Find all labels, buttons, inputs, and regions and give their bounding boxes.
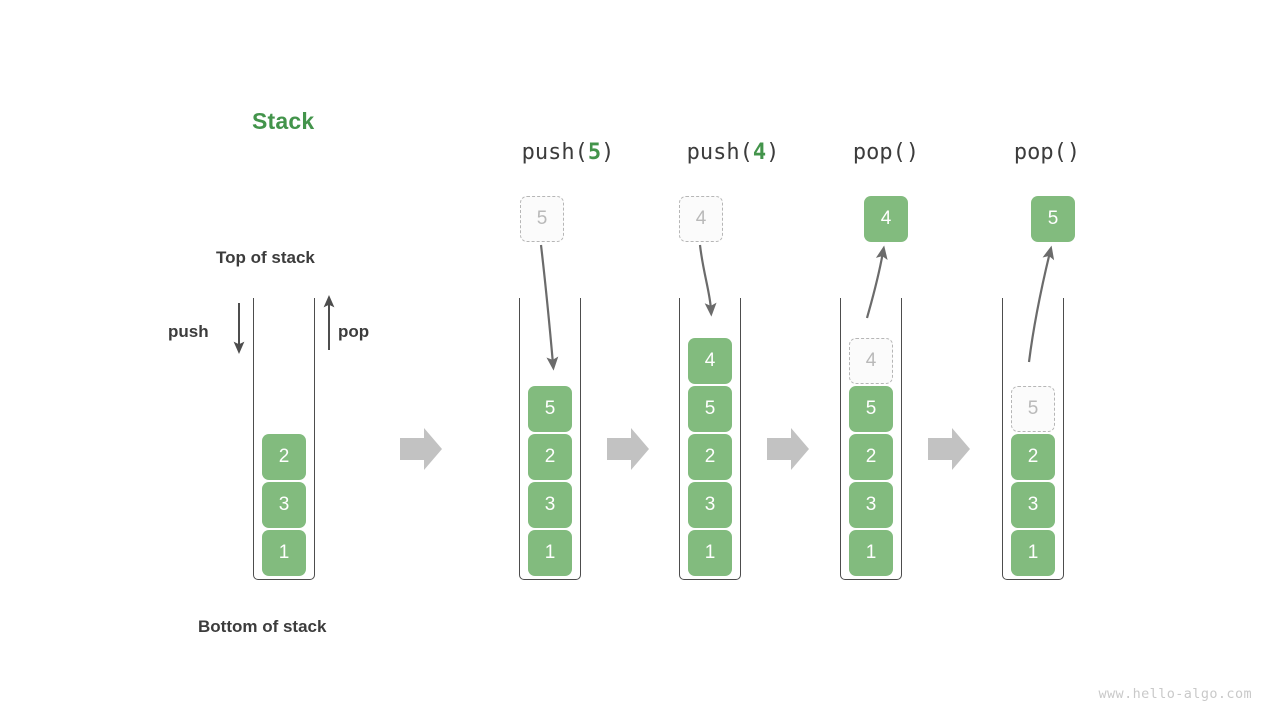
- transition-arrow-2: [607, 428, 649, 470]
- popped-element: 4: [864, 196, 908, 242]
- op-name: push(: [686, 140, 753, 165]
- op-close: ): [905, 140, 920, 165]
- op-arg: 5: [587, 140, 602, 165]
- stack-cell: 3: [262, 482, 306, 528]
- stack-cells-push-4: 4 5 2 3 1: [680, 338, 740, 576]
- op-close: ): [601, 140, 615, 165]
- stack-cell: 2: [1011, 434, 1055, 480]
- stack-cell: 5: [528, 386, 572, 432]
- stack-cell-removed: 5: [1011, 386, 1055, 432]
- bottom-of-stack-label: Bottom of stack: [198, 617, 327, 636]
- pending-push-element: 5: [520, 196, 564, 242]
- stack-cell: 1: [262, 530, 306, 576]
- op-name: pop(: [852, 140, 906, 165]
- push-label: push: [168, 322, 209, 341]
- stack-cell: 1: [1011, 530, 1055, 576]
- pending-push-element: 4: [679, 196, 723, 242]
- stack-cell: 3: [1011, 482, 1055, 528]
- stack-cell: 3: [688, 482, 732, 528]
- op-close: ): [766, 140, 780, 165]
- stack-container-push-4: 4 5 2 3 1: [679, 298, 741, 580]
- stack-container-initial: 2 3 1: [253, 298, 315, 580]
- stack-cells-pop-2: 5 2 3 1: [1003, 386, 1063, 576]
- stack-cell: 2: [528, 434, 572, 480]
- watermark: www.hello-algo.com: [1098, 686, 1252, 702]
- stack-container-push-5: 5 2 3 1: [519, 298, 581, 580]
- op-header-push-4: push(4): [687, 140, 780, 165]
- stack-cell: 4: [688, 338, 732, 384]
- stack-cell: 1: [528, 530, 572, 576]
- stack-cell: 3: [528, 482, 572, 528]
- stack-cell-removed: 4: [849, 338, 893, 384]
- page-title: Stack: [252, 108, 315, 134]
- stack-cell: 2: [262, 434, 306, 480]
- stack-cell: 2: [849, 434, 893, 480]
- stack-cell: 5: [849, 386, 893, 432]
- stack-container-pop-1: 4 5 2 3 1: [840, 298, 902, 580]
- transition-arrow-4: [928, 428, 970, 470]
- op-header-pop-2: pop(): [1014, 140, 1080, 165]
- op-close: ): [1066, 140, 1081, 165]
- transition-arrow-1: [400, 428, 442, 470]
- stack-cells-push-5: 5 2 3 1: [520, 386, 580, 576]
- op-name: pop(: [1013, 140, 1067, 165]
- transition-arrow-3: [767, 428, 809, 470]
- stack-cells-pop-1: 4 5 2 3 1: [841, 338, 901, 576]
- stack-container-pop-2: 5 2 3 1: [1002, 298, 1064, 580]
- op-name: push(: [521, 140, 588, 165]
- op-header-pop-1: pop(): [853, 140, 919, 165]
- stack-cells-initial: 2 3 1: [254, 434, 314, 576]
- popped-element: 5: [1031, 196, 1075, 242]
- top-of-stack-label: Top of stack: [216, 248, 315, 267]
- stack-cell: 5: [688, 386, 732, 432]
- op-arg: 4: [752, 140, 767, 165]
- stack-cell: 1: [688, 530, 732, 576]
- stack-cell: 2: [688, 434, 732, 480]
- stack-cell: 1: [849, 530, 893, 576]
- op-header-push-5: push(5): [522, 140, 615, 165]
- stack-cell: 3: [849, 482, 893, 528]
- pop-label: pop: [338, 322, 370, 341]
